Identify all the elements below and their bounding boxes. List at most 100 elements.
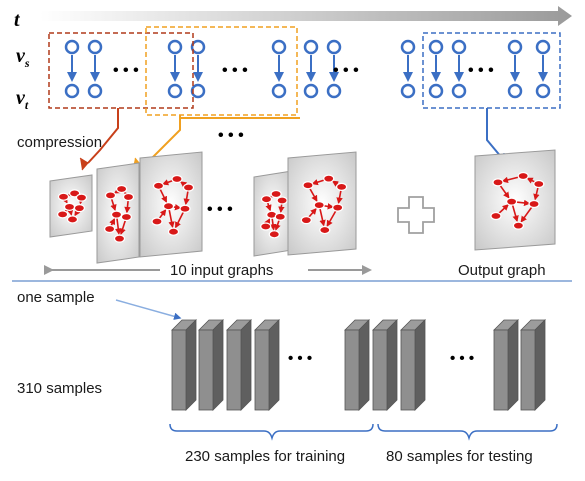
source-node xyxy=(167,39,183,55)
plus-icon xyxy=(397,196,435,234)
block-side xyxy=(386,319,398,411)
compression-label: compression xyxy=(17,134,102,151)
block-side xyxy=(414,319,426,411)
graph-node xyxy=(336,182,348,191)
node-ellipses: • • • • • • • • • • • • • • • xyxy=(113,62,494,144)
graph-panel xyxy=(139,151,203,258)
graph-node xyxy=(171,174,183,184)
node-pair xyxy=(271,39,287,99)
graph-panel xyxy=(49,174,93,238)
graph-node xyxy=(167,227,180,236)
graph-node xyxy=(73,204,86,213)
graph-node xyxy=(302,181,314,190)
ellipsis-dots: • • • xyxy=(222,62,248,79)
graph-node xyxy=(110,210,123,219)
graph-node xyxy=(517,171,529,181)
target-node xyxy=(428,83,444,99)
sample-blocks xyxy=(171,319,546,411)
source-node xyxy=(535,39,551,55)
graph-node xyxy=(122,192,135,202)
node-pair xyxy=(87,39,103,99)
target-node xyxy=(271,83,287,99)
input-graphs-label: 10 input graphs xyxy=(170,262,273,279)
graph-panels xyxy=(49,149,556,264)
graph-node xyxy=(490,211,502,221)
source-node xyxy=(428,39,444,55)
graph-node xyxy=(63,202,76,211)
node-pair xyxy=(167,39,183,99)
node-pair xyxy=(507,39,523,99)
block-front xyxy=(493,329,509,411)
graph-panel xyxy=(96,162,140,264)
sample-block xyxy=(372,319,398,411)
input-range: 10 input graphs xyxy=(44,262,372,279)
source-node xyxy=(190,39,206,55)
target-node xyxy=(535,83,551,99)
graph-node xyxy=(276,196,288,205)
source-node xyxy=(326,39,342,55)
brace-icon xyxy=(377,423,558,441)
target-node xyxy=(303,83,319,99)
graph-node xyxy=(57,192,70,201)
graph-node xyxy=(113,234,126,243)
block-side xyxy=(212,319,224,411)
time-axis-label: t xyxy=(14,9,21,31)
source-node xyxy=(87,39,103,55)
sample-block xyxy=(344,319,370,411)
graph-node xyxy=(492,178,504,187)
target-node xyxy=(64,83,80,99)
graph-node xyxy=(270,189,282,199)
sample-block xyxy=(198,319,224,411)
graph-node xyxy=(319,225,331,235)
graph-node xyxy=(182,183,195,192)
target-row-label: vt xyxy=(16,87,29,112)
block-side xyxy=(358,319,370,411)
graph-node xyxy=(75,193,88,202)
graph-node xyxy=(300,216,312,225)
graph-node xyxy=(179,204,191,213)
row-labels: vs vt xyxy=(16,45,30,112)
brace-icon xyxy=(169,423,374,441)
node-pair xyxy=(190,39,206,99)
blue-output-arrow xyxy=(486,108,503,159)
node-pair xyxy=(535,39,551,99)
ellipsis-dots: • • • xyxy=(207,201,233,218)
ellipsis-dots: • • • xyxy=(468,62,494,79)
graph-node xyxy=(66,215,79,224)
target-node xyxy=(326,83,342,99)
block-side xyxy=(534,319,546,411)
node-pair xyxy=(428,39,444,99)
red-arrowhead xyxy=(79,157,89,171)
graph-node xyxy=(162,202,175,211)
target-node xyxy=(190,83,206,99)
time-arrow-icon xyxy=(40,6,572,26)
source-node xyxy=(303,39,319,55)
graph-panel xyxy=(287,151,357,256)
block-front xyxy=(400,329,416,411)
block-side xyxy=(185,319,197,411)
one-sample-pointer xyxy=(115,299,182,320)
source-node xyxy=(64,39,80,55)
source-node xyxy=(451,39,467,55)
block-side xyxy=(268,319,280,411)
graph-node xyxy=(268,230,280,239)
graph-node xyxy=(512,221,525,230)
graph-panel xyxy=(253,170,293,257)
source-row-label: vs xyxy=(16,45,30,70)
sample-block xyxy=(171,319,197,411)
target-node xyxy=(167,83,183,99)
time-axis: t xyxy=(14,6,572,31)
one-sample-label: one sample xyxy=(17,289,95,306)
graph-node xyxy=(115,184,128,194)
graph-node xyxy=(332,203,344,212)
node-pair xyxy=(451,39,467,99)
target-node xyxy=(451,83,467,99)
block-front xyxy=(344,329,360,411)
graph-node xyxy=(260,195,273,204)
graph-node xyxy=(152,181,165,190)
sample-block xyxy=(493,319,519,411)
ellipsis-dots: • • • xyxy=(113,62,139,79)
source-node xyxy=(400,39,416,55)
source-node xyxy=(507,39,523,55)
